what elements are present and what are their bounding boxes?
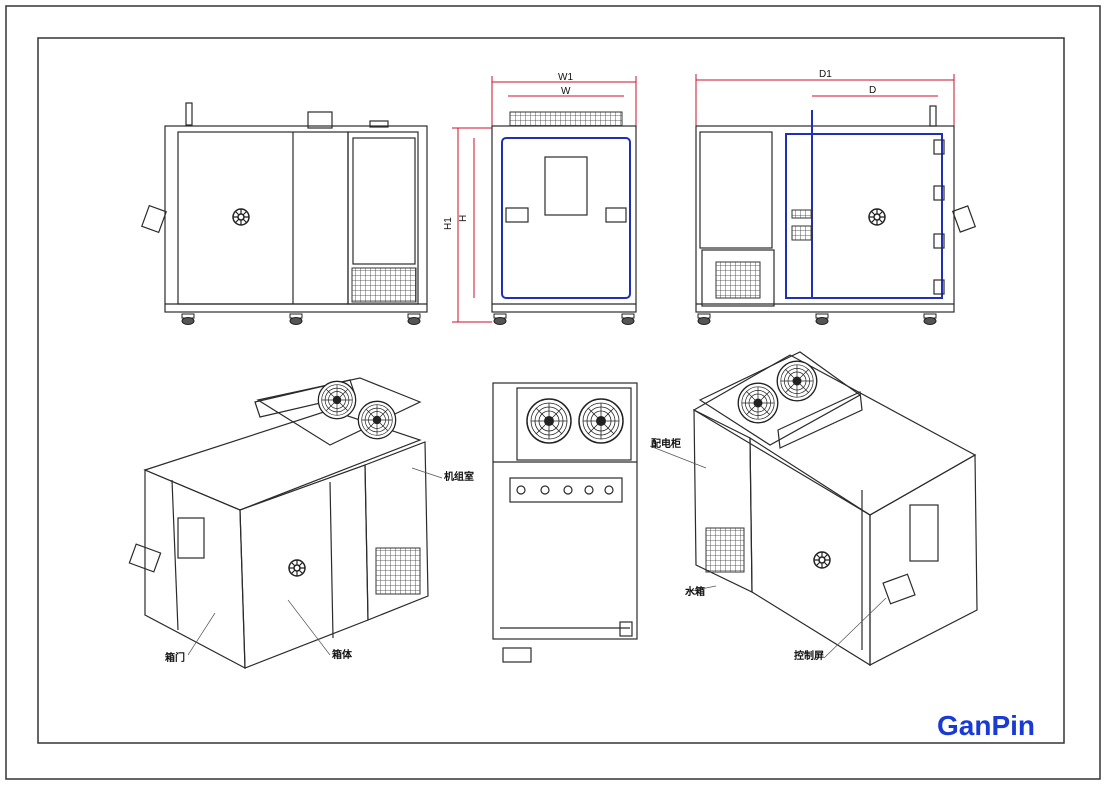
caster-icon xyxy=(621,313,635,325)
callout-box-door: 箱门 xyxy=(165,651,185,664)
callout-water-tank: 水箱 xyxy=(684,585,705,598)
inner-frame xyxy=(37,37,1065,744)
callout-box-body: 箱体 xyxy=(332,648,353,661)
dim-w: W xyxy=(561,86,571,97)
outer-frame xyxy=(5,5,1101,780)
front-view: W1 W H H1 xyxy=(443,72,637,325)
dim-h: H xyxy=(458,215,469,222)
caster-icon xyxy=(697,313,711,325)
side-view-left xyxy=(141,102,428,325)
fan-icon xyxy=(578,398,624,444)
back-view xyxy=(492,382,638,663)
side-view-right: D1 D xyxy=(695,69,977,325)
fan-icon xyxy=(737,382,779,424)
dim-d1: D1 xyxy=(819,69,832,80)
caster-icon xyxy=(407,313,421,325)
fan-icon xyxy=(776,360,818,402)
caster-icon xyxy=(923,313,937,325)
fan-icon xyxy=(526,398,572,444)
dim-w1: W1 xyxy=(558,72,573,83)
caster-icon xyxy=(289,313,303,325)
callout-machine-room: 机组室 xyxy=(444,470,474,483)
handwheel-icon xyxy=(813,551,831,569)
caster-icon xyxy=(181,313,195,325)
dim-d: D xyxy=(869,85,876,96)
caster-icon xyxy=(815,313,829,325)
dim-h1: H1 xyxy=(443,217,454,230)
handwheel-icon xyxy=(288,559,306,577)
callout-control-panel: 控制屏 xyxy=(794,649,824,662)
handwheel-icon xyxy=(868,208,886,226)
isometric-view-left: 箱门 箱体 机组室 xyxy=(128,377,474,670)
caster-icon xyxy=(493,313,507,325)
brand-logo: GanPin xyxy=(937,710,1035,741)
handwheel-icon xyxy=(232,208,250,226)
callout-electrical-cabinet: 配电柜 xyxy=(651,437,681,450)
isometric-view-right: 配电柜 水箱 控制屏 xyxy=(649,351,978,667)
fan-icon xyxy=(357,400,397,440)
fan-icon xyxy=(317,380,357,420)
